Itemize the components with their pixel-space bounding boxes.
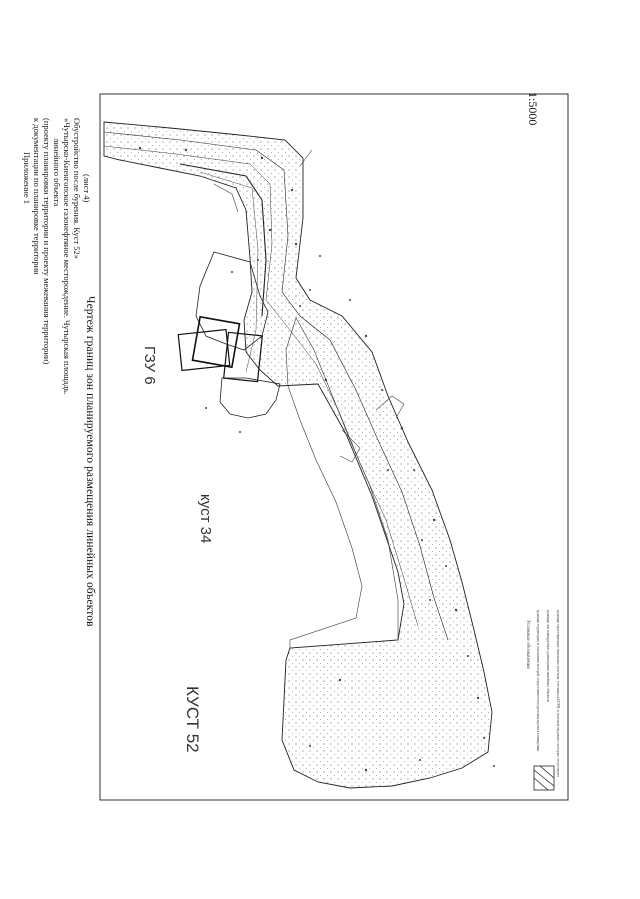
label-kust52: КУСТ 52: [183, 686, 202, 753]
gzu-square-1: [191, 315, 241, 369]
survey-markers: [138, 146, 495, 772]
road-line-3: [179, 163, 267, 317]
planning-zone: [103, 121, 493, 789]
legend-title: Условные обозначения: [525, 620, 530, 669]
legend-item-3: границы существующих земельных участков,…: [556, 610, 560, 777]
map-frame: [99, 93, 569, 801]
legend-item-2: границы зон планируемого размещения лине…: [546, 610, 550, 702]
road-line-1: [103, 131, 449, 641]
detail-lines: [213, 149, 405, 463]
label-gzu6: ГЗУ 6: [141, 346, 158, 385]
kust34-contour: [285, 317, 399, 649]
legend-symbols: [533, 765, 555, 791]
road-line-4: [199, 171, 259, 373]
gzu-polygon: [195, 251, 269, 351]
gzu-square-2: [177, 328, 231, 372]
legend-item-1: границы территории, в отношении которой …: [536, 610, 540, 752]
road-line-2: [103, 145, 419, 627]
gzu-lower: [219, 377, 281, 419]
label-kust34: куст 34: [197, 494, 214, 544]
gzu-square-3: [223, 331, 263, 383]
